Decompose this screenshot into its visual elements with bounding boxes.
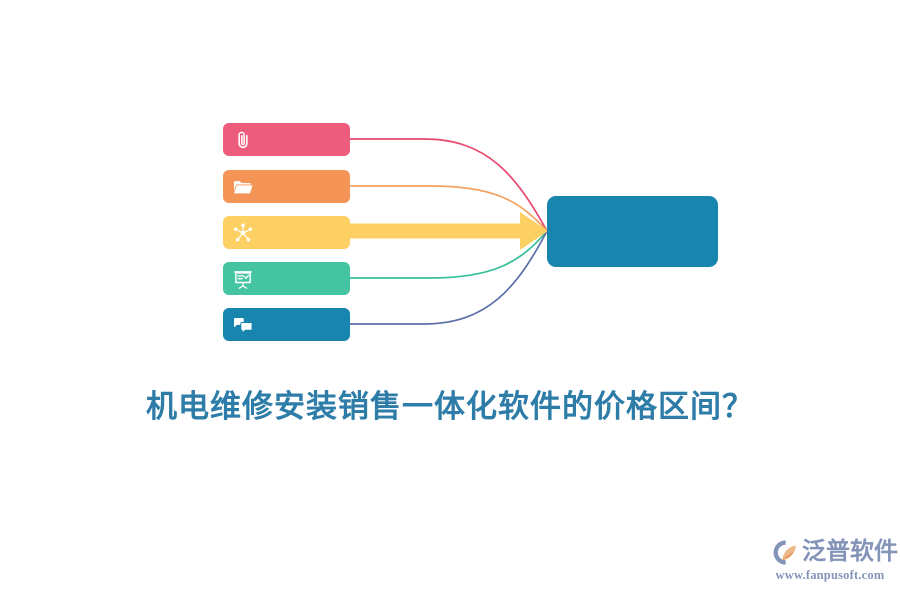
connector-line-4 <box>349 230 548 279</box>
network-nodes-icon <box>232 222 254 244</box>
connector-line-5 <box>349 230 548 325</box>
funnel-item-5[interactable] <box>223 308 350 341</box>
funnel-item-4[interactable] <box>223 262 350 295</box>
brand-watermark: 泛普软件 www.fanpusoft.com <box>771 537 898 583</box>
funnel-hub[interactable] <box>547 196 718 267</box>
converging-funnel-diagram <box>223 123 718 341</box>
brand-logo-row: 泛普软件 <box>771 537 898 567</box>
connector-line-1 <box>349 138 548 232</box>
page-title: 机电维修安装销售一体化软件的价格区间？ <box>146 389 754 424</box>
funnel-item-2[interactable] <box>223 170 350 203</box>
paperclip-icon <box>232 129 254 151</box>
brand-name: 泛普软件 <box>802 539 898 565</box>
brand-url: www.fanpusoft.com <box>775 568 885 582</box>
connector-lines <box>349 138 548 325</box>
folder-icon <box>232 176 254 198</box>
funnel-item-1[interactable] <box>223 123 350 156</box>
funnel-item-3[interactable] <box>223 216 350 249</box>
connector-line-2 <box>349 185 548 232</box>
fanpu-logo-icon <box>771 538 800 567</box>
presentation-board-icon <box>232 268 254 290</box>
connector-arrow-3 <box>350 212 548 250</box>
chat-bubbles-icon <box>232 314 254 336</box>
